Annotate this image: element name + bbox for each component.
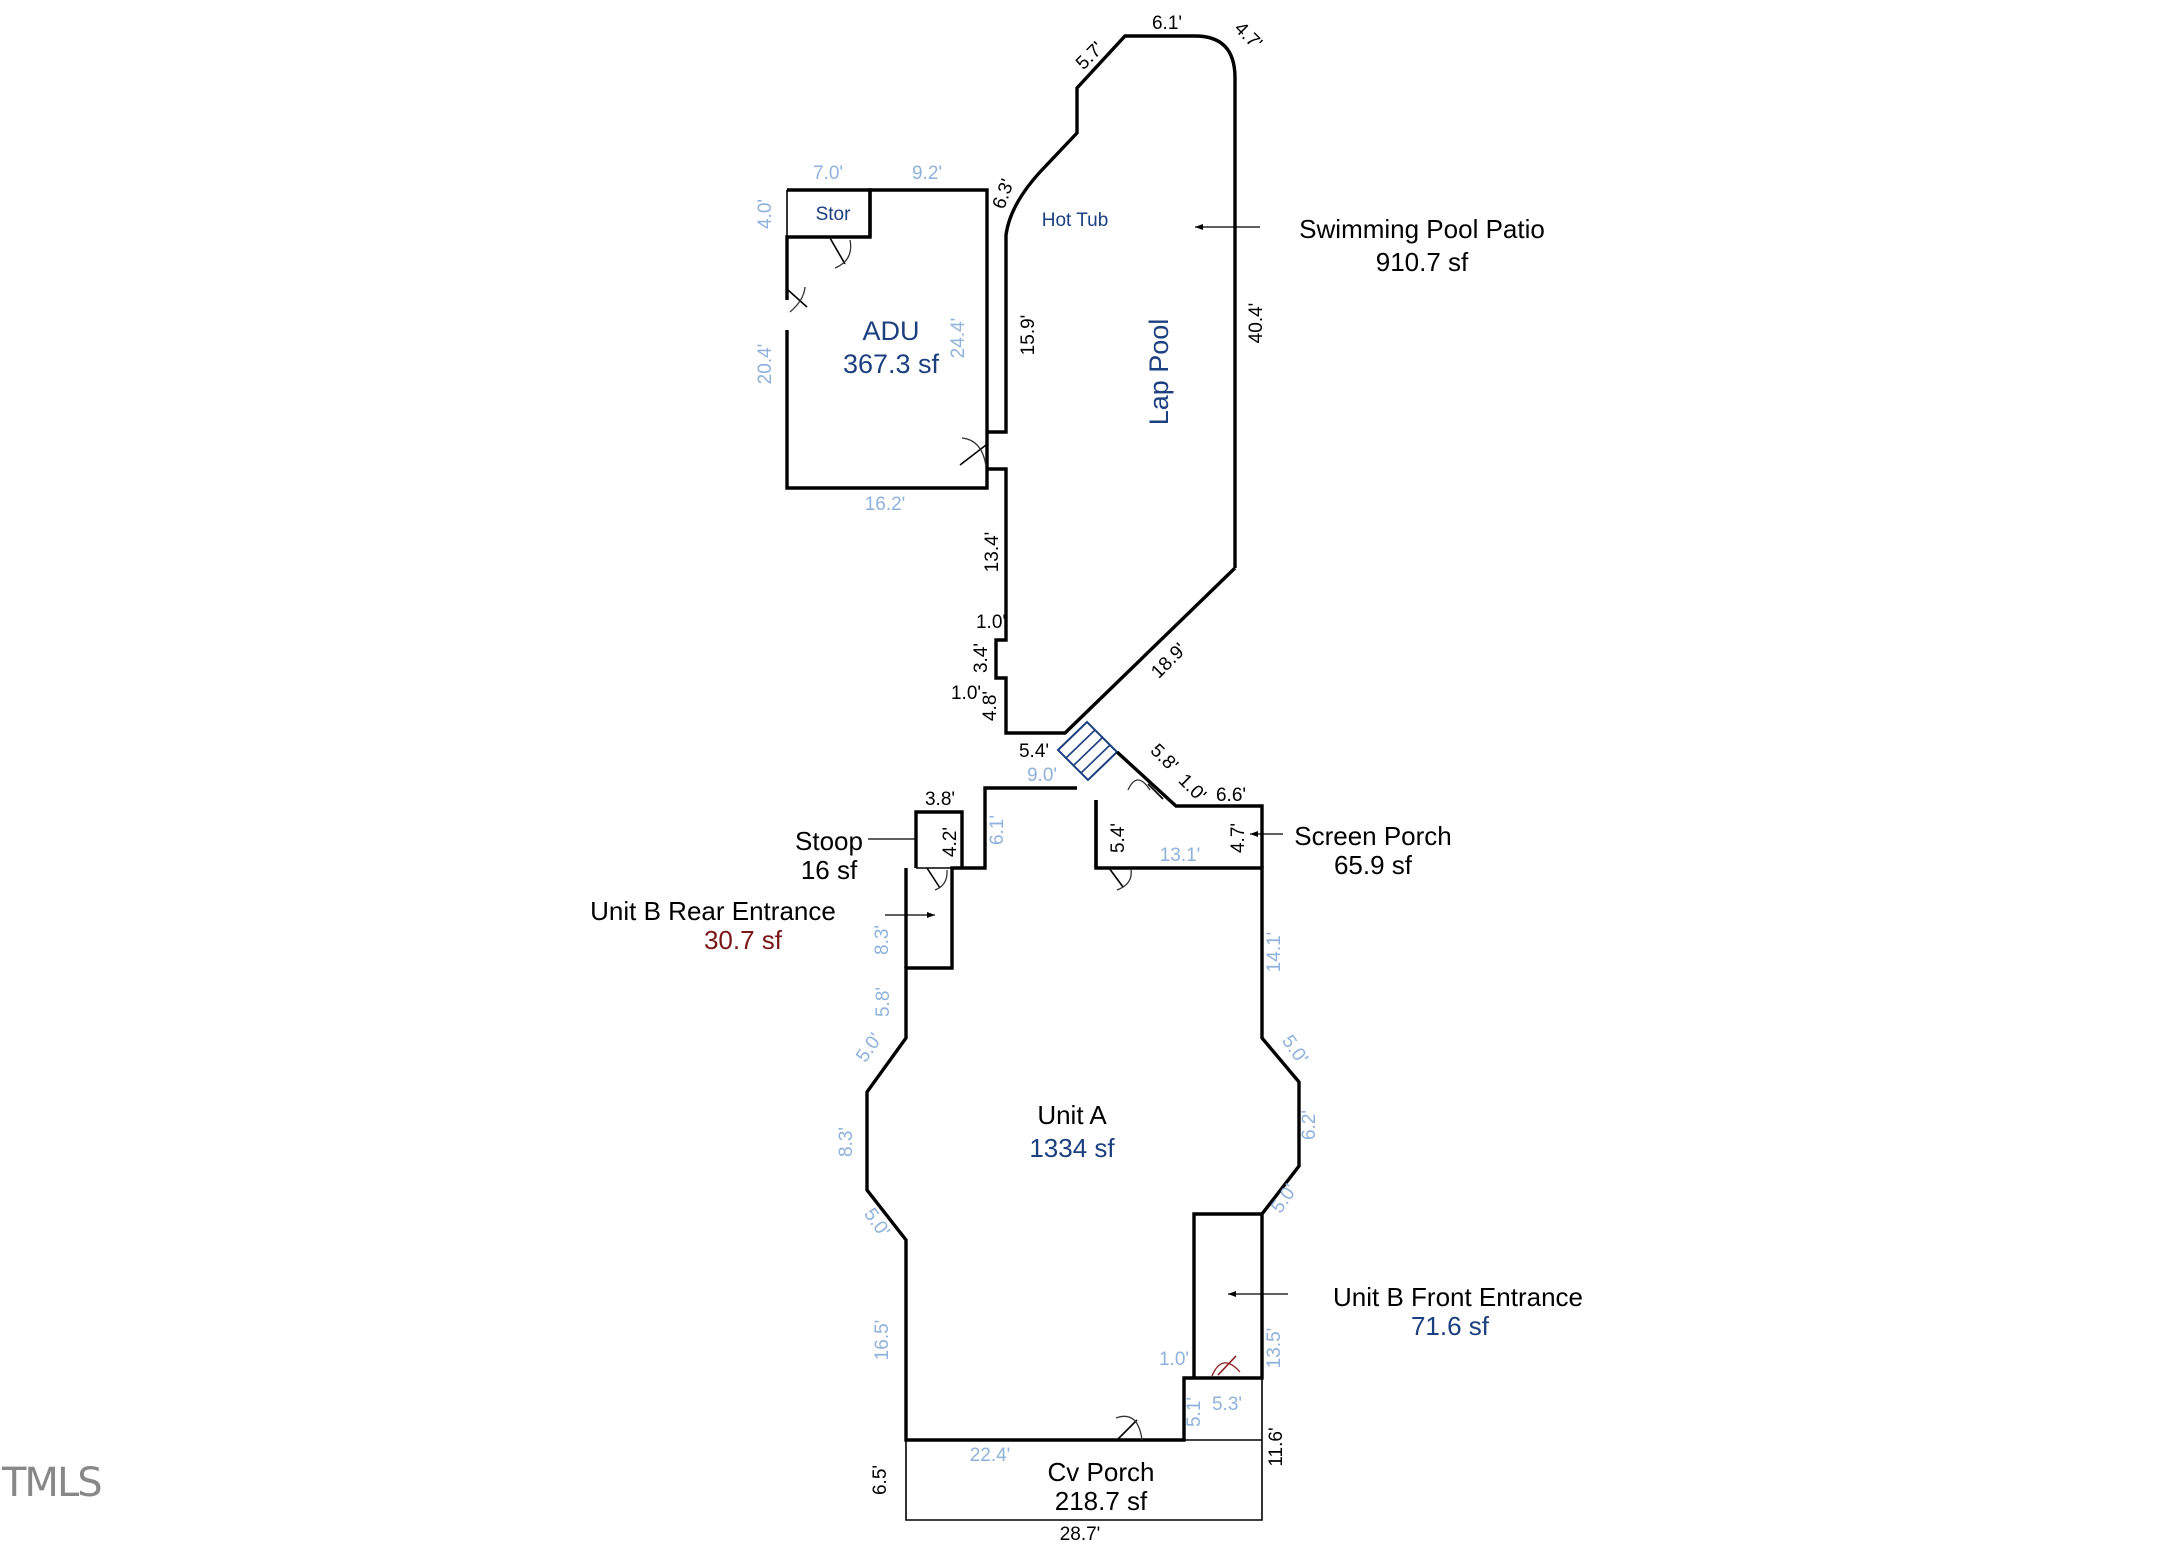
dim-pool-top-c: 4.7' — [1230, 18, 1266, 54]
lap-pool-label: Lap Pool — [1144, 319, 1174, 426]
dim-porch-right: 4.7' — [1228, 823, 1249, 853]
cv-porch-area: 218.7 sf — [1055, 1486, 1148, 1516]
front-entrance-area: 71.6 sf — [1411, 1311, 1490, 1341]
screen-porch-wall — [1094, 750, 1264, 868]
rear-entrance-area: 30.7 sf — [704, 925, 783, 955]
front-entrance-label: Unit B Front Entrance — [1333, 1282, 1583, 1312]
dim-cv-bottom: 28.7' — [1060, 1524, 1101, 1542]
dim-right-a: 14.1' — [1264, 932, 1285, 973]
cv-porch-outline — [905, 1378, 1263, 1521]
dim-patio-step-d: 4.8' — [980, 691, 1001, 721]
dim-porch-top-cv: 22.4' — [970, 1445, 1011, 1466]
dim-right-d: 5.0' — [1267, 1181, 1301, 1218]
dim-stoop-side: 4.2' — [940, 827, 961, 857]
adu-area: 367.3 sf — [843, 349, 940, 379]
dim-patio-step-b: 3.4' — [971, 643, 992, 673]
pool-patio-wall — [987, 34, 1237, 568]
front-entrance-wall — [1192, 1212, 1262, 1378]
dim-adu-bottom: 16.2' — [865, 494, 906, 515]
rear-entrance-label: Unit B Rear Entrance — [590, 896, 836, 926]
dim-front-bottom: 5.3' — [1212, 1394, 1242, 1415]
dim-left-e: 16.5' — [872, 1320, 893, 1361]
dim-stair-diag: 5.8' — [1146, 740, 1182, 776]
dim-right-c: 6.2' — [1299, 1110, 1320, 1140]
dim-adu-left: 20.4' — [755, 344, 776, 385]
room-labels: ADU 367.3 sf Stor Hot Tub Lap Pool Swimm… — [590, 204, 1583, 1516]
pool-patio-label: Swimming Pool Patio — [1299, 214, 1545, 244]
screen-porch-label: Screen Porch — [1294, 821, 1452, 851]
dim-stoop-top: 3.8' — [925, 789, 955, 810]
dim-front-right: 13.5' — [1264, 1328, 1285, 1369]
dim-adu-top-b: 9.2' — [912, 163, 942, 184]
dim-left-a: 5.8' — [873, 987, 894, 1017]
dim-unit-top: 9.0' — [1027, 765, 1057, 786]
dim-pool-left: 15.9' — [1018, 315, 1039, 356]
dim-left-c: 8.3' — [836, 1127, 857, 1157]
dim-patio-step-a: 1.0' — [976, 612, 1006, 633]
stoop-wall — [914, 810, 964, 868]
adu-label: ADU — [862, 316, 919, 346]
dim-adu-right: 24.4' — [948, 318, 969, 359]
unit-a-area: 1334 sf — [1029, 1133, 1115, 1163]
stoop-label: Stoop — [795, 826, 863, 856]
dim-rear-left: 8.3' — [872, 925, 893, 955]
dim-adu-top-a: 7.0' — [813, 163, 843, 184]
dim-left-d: 5.0' — [859, 1205, 893, 1242]
dim-porch-bottom: 13.1' — [1160, 845, 1201, 866]
dim-patio-left: 13.4' — [982, 532, 1003, 573]
tmls-logo: TMLS — [1, 1460, 101, 1506]
pool-patio-outline — [987, 34, 1237, 782]
dim-pool-top-a: 5.7' — [1072, 38, 1108, 74]
dim-front-small: 5.1' — [1184, 1397, 1205, 1427]
unit-a-outline — [865, 750, 1301, 1521]
dim-cv-left: 6.5' — [870, 1465, 891, 1495]
stoop-area: 16 sf — [801, 855, 858, 885]
unit-a-label: Unit A — [1037, 1100, 1107, 1130]
screen-porch-area: 65.9 sf — [1334, 850, 1413, 880]
stor-label: Stor — [816, 204, 852, 225]
dim-front-step: 1.0' — [1159, 1349, 1189, 1370]
stor-wall — [787, 188, 872, 237]
dim-porch-top: 6.6' — [1216, 785, 1246, 806]
adu-outline — [785, 188, 989, 490]
dim-patio-step-c: 1.0' — [951, 683, 981, 704]
dim-rear-side: 6.1' — [987, 815, 1008, 845]
pool-patio-area: 910.7 sf — [1376, 247, 1469, 277]
dim-porch-step: 1.0' — [1174, 770, 1210, 806]
dim-left-b: 5.0' — [852, 1030, 886, 1067]
dim-cv-right: 11.6' — [1266, 1427, 1287, 1466]
dim-patio-bottom: 5.4' — [1019, 741, 1049, 762]
cv-porch-label: Cv Porch — [1048, 1457, 1155, 1487]
hot-tub-label: Hot Tub — [1042, 210, 1109, 231]
dim-pool-right: 40.4' — [1246, 303, 1267, 344]
leader-lines — [868, 224, 1288, 1297]
patio-lower-wall — [987, 467, 1237, 735]
dim-pool-top-b: 6.1' — [1152, 13, 1182, 34]
adu-wall — [785, 188, 989, 490]
dim-adu-left-top: 4.0' — [755, 199, 776, 229]
dim-porch-left: 5.4' — [1108, 823, 1129, 853]
